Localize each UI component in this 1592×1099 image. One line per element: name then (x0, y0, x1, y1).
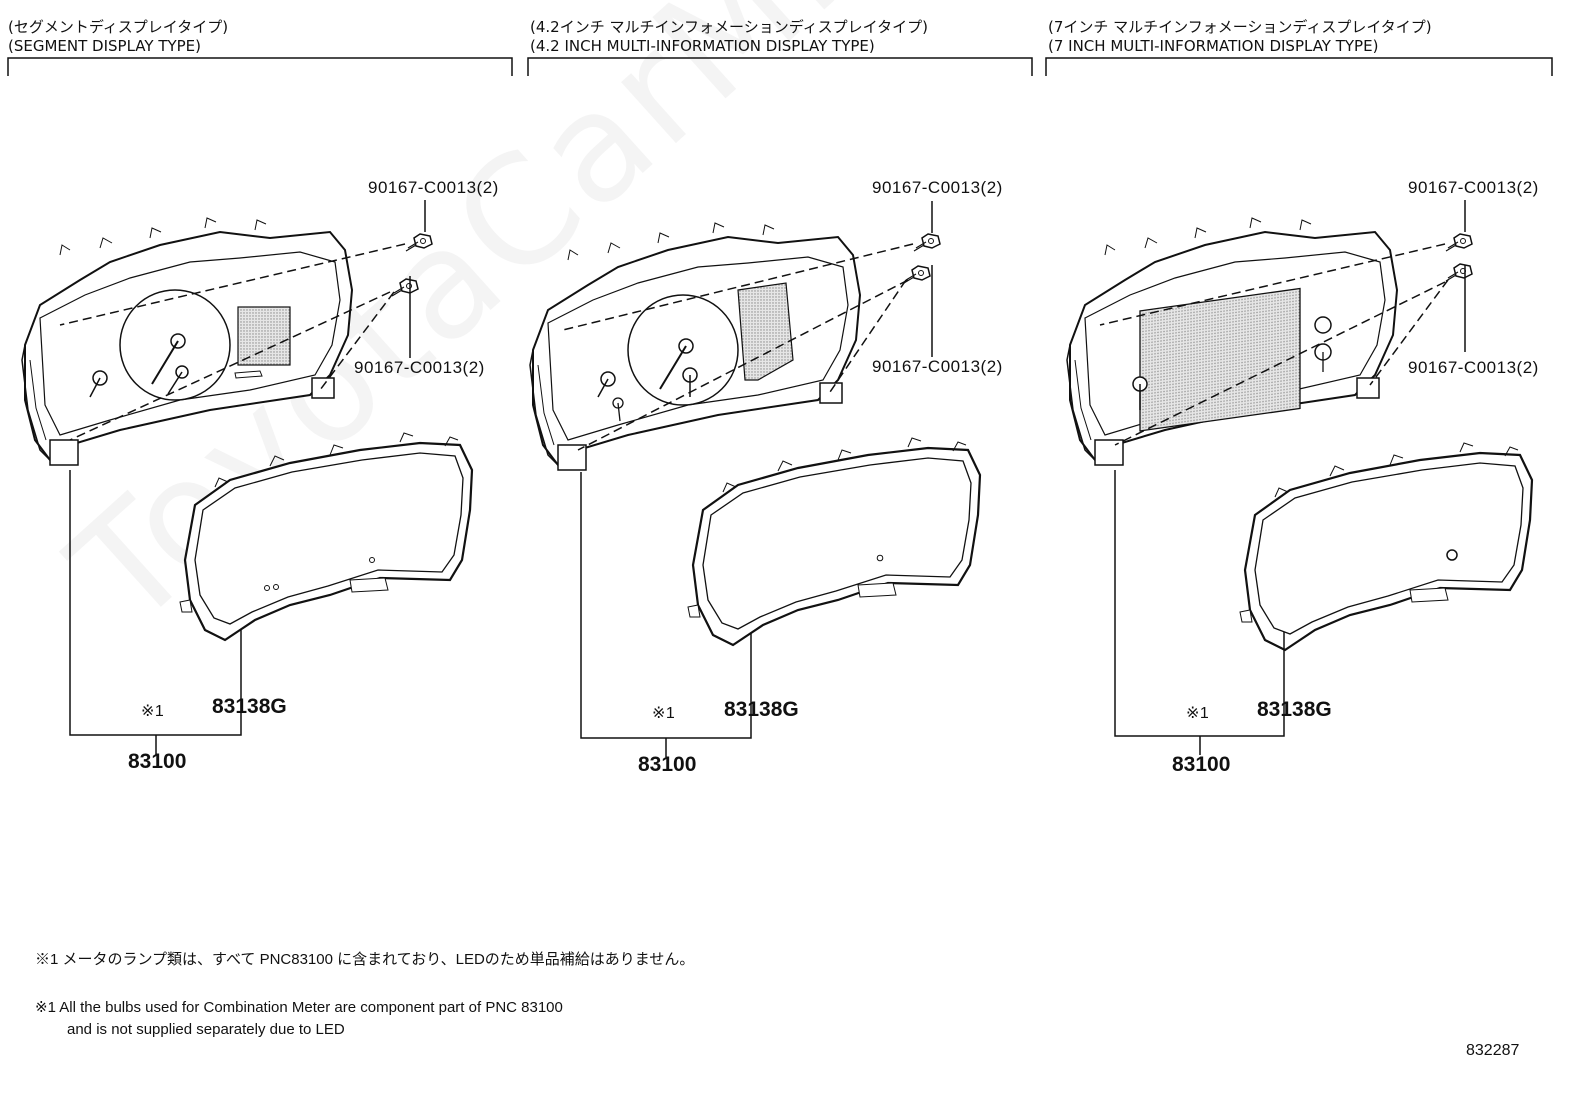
section-1-screw-top-part: 90167-C0013(2) (368, 178, 499, 197)
section-1-title-en: (SEGMENT DISPLAY TYPE) (8, 37, 202, 55)
section-2-screw-side-part: 90167-C0013(2) (872, 357, 1003, 376)
section-1-glass-part: 83138G (212, 695, 287, 718)
section-1-note-mark: ※1 (141, 703, 165, 720)
section-2-meter-part: 83100 (638, 753, 697, 776)
footnote-jp: ※1 メータのランプ類は、すべて PNC83100 に含まれており、LEDのため… (35, 951, 695, 968)
section-2-drawing (529, 201, 982, 757)
section-3-screw-side-part: 90167-C0013(2) (1408, 358, 1539, 377)
section-1-title-jp: (セグメントディスプレイタイプ) (8, 18, 229, 36)
illustration-number: 832287 (1466, 1042, 1520, 1059)
section-3-title-jp: (7インチ マルチインフォメーションディスプレイタイプ) (1048, 18, 1432, 36)
section-3-title-en: (7 INCH MULTI-INFORMATION DISPLAY TYPE) (1048, 37, 1379, 55)
section-3-note-mark: ※1 (1186, 705, 1210, 722)
section-2-title-en: (4.2 INCH MULTI-INFORMATION DISPLAY TYPE… (530, 37, 875, 55)
footnote-en-line1: ※1 All the bulbs used for Combination Me… (35, 999, 563, 1016)
section-2-glass-part: 83138G (724, 698, 799, 721)
section-2-title-jp: (4.2インチ マルチインフォメーションディスプレイタイプ) (530, 18, 928, 36)
section-3-meter-part: 83100 (1172, 753, 1231, 776)
footnote-en-line2: and is not supplied separately due to LE… (67, 1021, 345, 1038)
section-1-screw-side-part: 90167-C0013(2) (354, 358, 485, 377)
section-1-drawing (21, 200, 474, 755)
section-2-note-mark: ※1 (652, 705, 676, 722)
section-3-glass-part: 83138G (1257, 698, 1332, 721)
section-2-screw-top-part: 90167-C0013(2) (872, 178, 1003, 197)
section-1-meter-part: 83100 (128, 750, 187, 773)
section-3-drawing (1066, 200, 1534, 755)
section-3-screw-top-part: 90167-C0013(2) (1408, 178, 1539, 197)
